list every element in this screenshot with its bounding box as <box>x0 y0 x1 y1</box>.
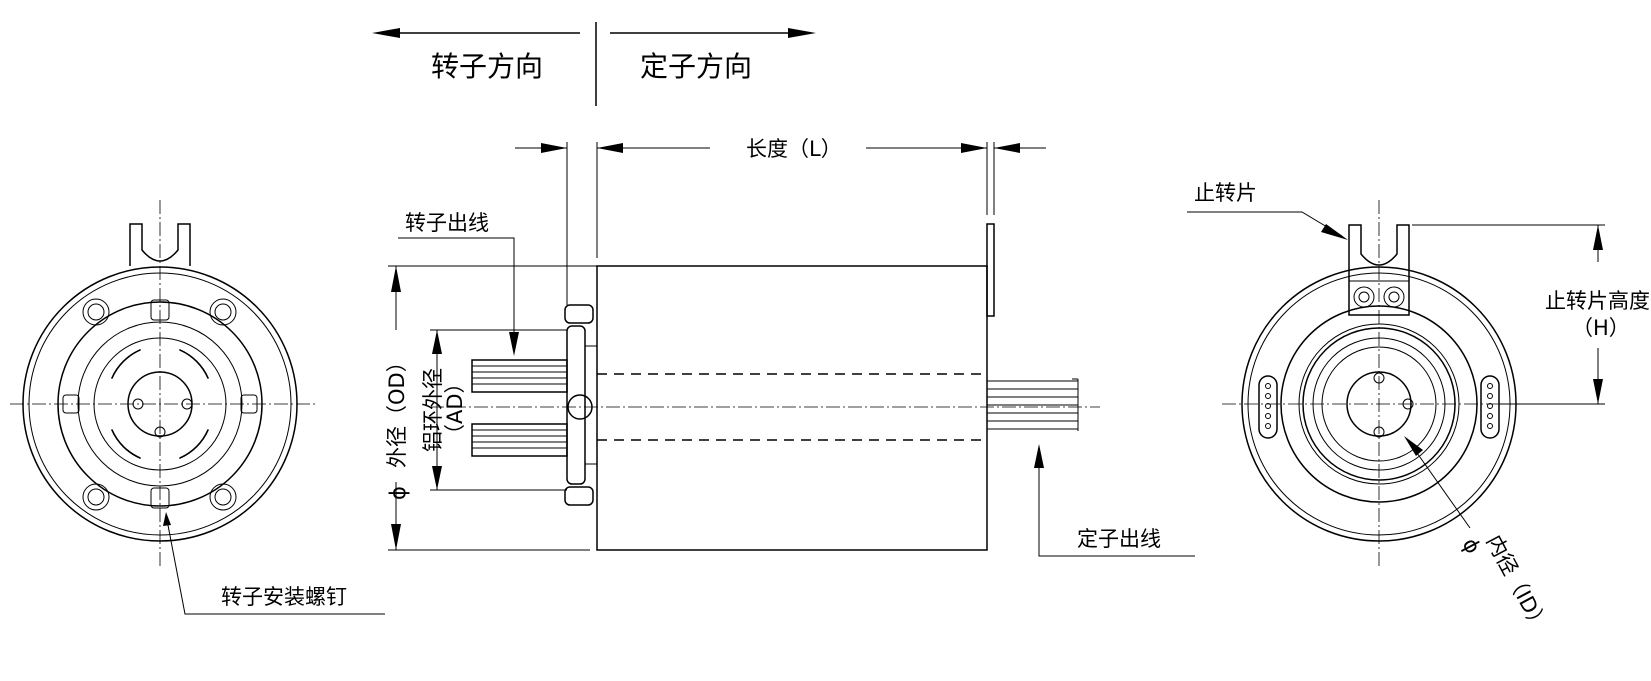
inner-diameter-label: 内径（ID） <box>1482 531 1553 636</box>
length-label: 长度（L） <box>746 137 842 161</box>
al-ring-od-label: 铝环外径 <box>421 368 445 452</box>
side-view: 长度（L） 转子出线 外径（OD） ϕ 铝环外径 （AD） 定子出线 <box>385 137 1195 557</box>
tab-height-label: 止转片高度 <box>1545 289 1650 313</box>
inner-diameter-phi: ϕ <box>1458 534 1486 558</box>
stator-leads-label: 定子出线 <box>1077 527 1161 551</box>
stator-end-view: 止转片 止转片高度 （H） ϕ 内径（ID） <box>1187 181 1650 636</box>
rotor-leads-label: 转子出线 <box>405 211 489 235</box>
direction-indicator: 转子方向 定子方向 <box>372 22 816 106</box>
rotor-end-view: 转子安装螺钉 <box>10 200 385 615</box>
stator-direction-label: 定子方向 <box>640 50 752 83</box>
outer-diameter-label: 外径（OD） <box>385 351 409 468</box>
outer-diameter-phi: ϕ <box>386 486 410 500</box>
tab-height-code: （H） <box>1572 316 1630 340</box>
rotor-screw-label: 转子安装螺钉 <box>221 585 347 609</box>
anti-rotation-tab-label: 止转片 <box>1194 181 1257 205</box>
rotor-direction-label: 转子方向 <box>431 50 543 83</box>
al-ring-od-code: （AD） <box>443 372 467 445</box>
